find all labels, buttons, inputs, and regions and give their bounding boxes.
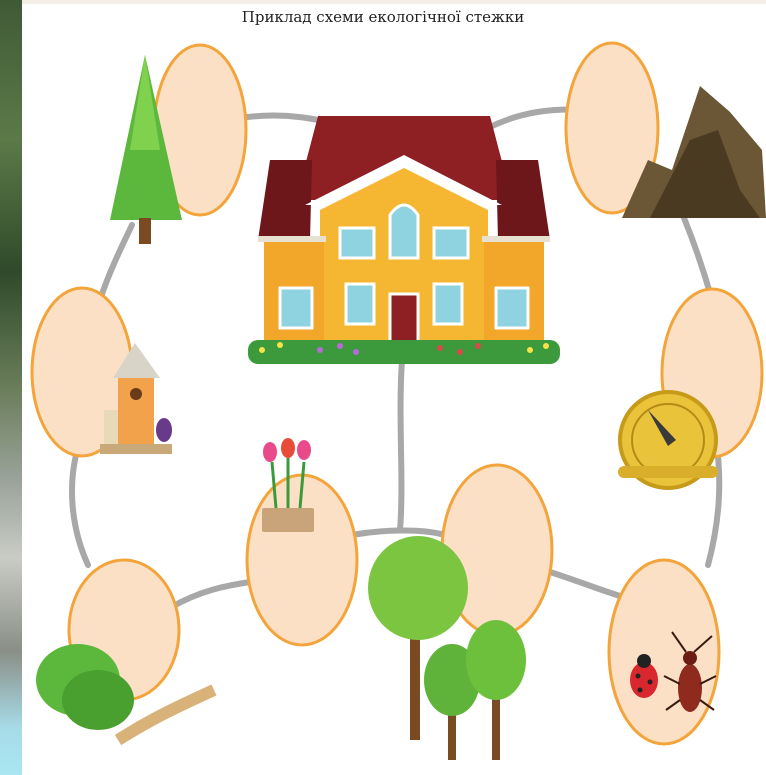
station-circle [609, 560, 719, 744]
sundial-icon [618, 392, 718, 488]
house-illustration [248, 116, 560, 364]
